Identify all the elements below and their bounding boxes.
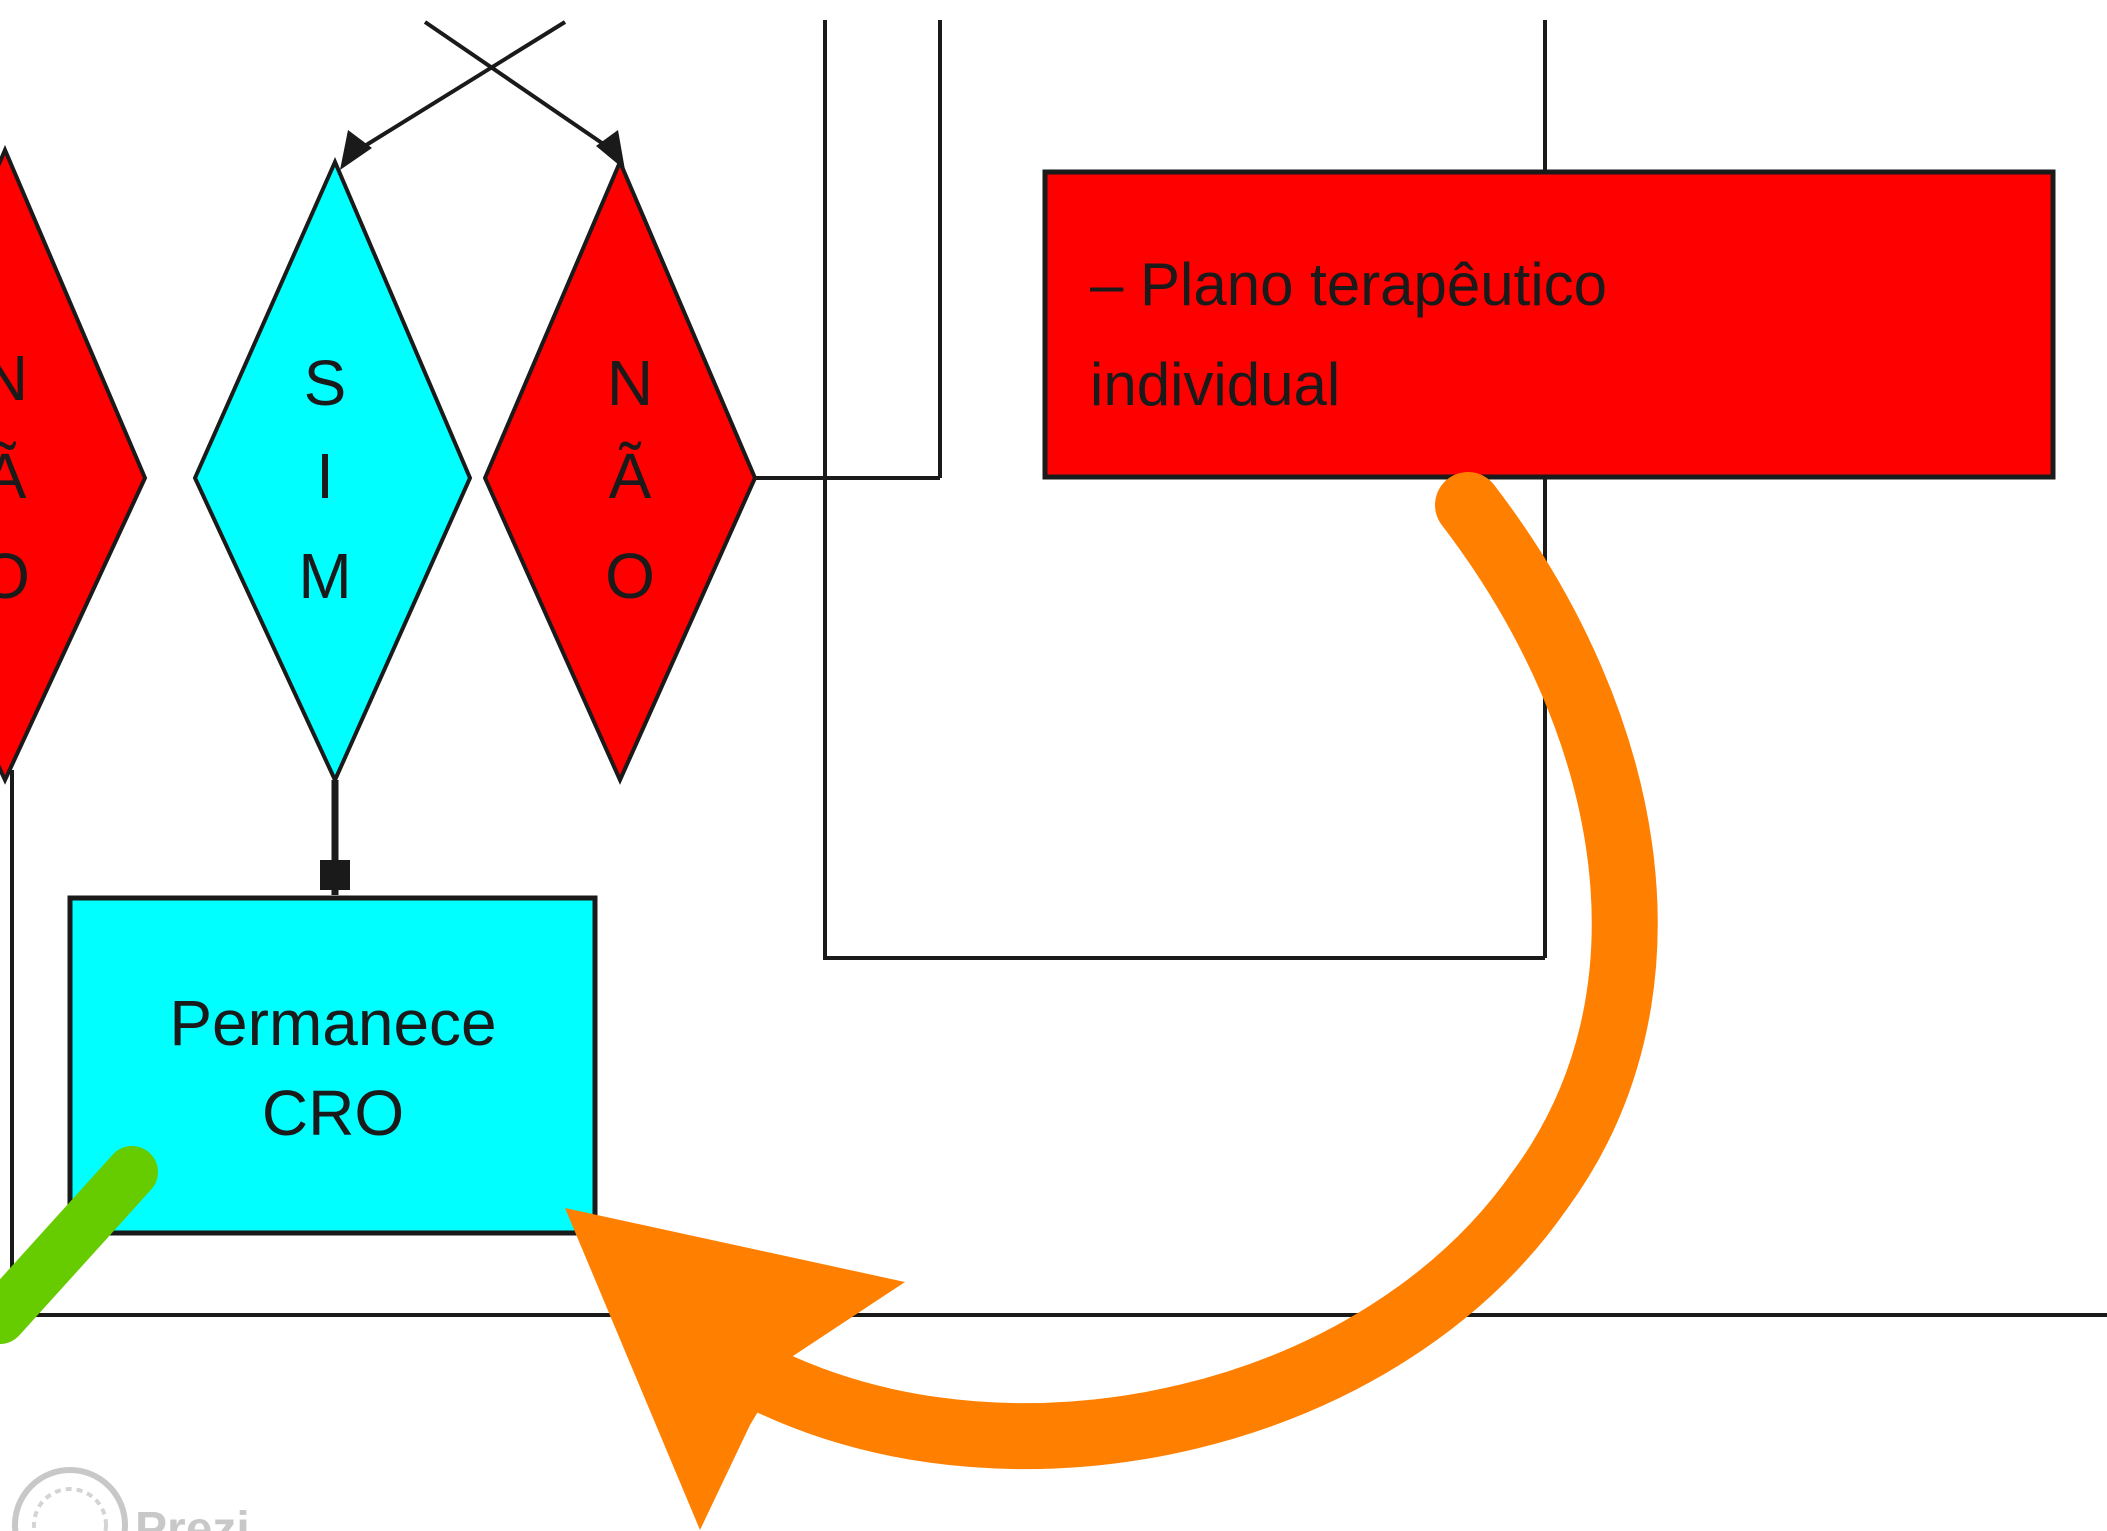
orange-curved-arrow <box>565 472 1658 1530</box>
diamond-nao-left-partial: N Ã O <box>0 144 148 785</box>
green-annotation-stroke <box>0 1146 158 1344</box>
box-plano-terapeutico: – Plano terapêutico individual <box>1042 169 2056 480</box>
diamond-left-letter-2: Ã <box>0 440 27 512</box>
diamond-sim-letter-1: S <box>304 347 347 419</box>
diamond-nao: N Ã O <box>482 156 758 785</box>
orange-arrowhead <box>565 1208 905 1530</box>
diamond-left-letter-3: O <box>0 540 30 612</box>
box-permanece-cro: Permanece CRO <box>67 895 598 1236</box>
box-plano-line2: individual <box>1090 351 1340 418</box>
cross-arrow-to-nao <box>423 20 617 154</box>
cross-arrow-to-sim <box>353 20 567 154</box>
box-permanece-line1: Permanece <box>169 987 496 1059</box>
arrowhead-to-nao <box>596 130 625 170</box>
diamond-sim-letter-3: M <box>298 540 351 612</box>
diamond-sim: S I M <box>192 156 473 785</box>
diamond-nao-letter-3: O <box>605 540 655 612</box>
prezi-logo-text: Prezi <box>135 1503 250 1531</box>
diamond-sim-letter-2: I <box>316 440 334 512</box>
arrowhead-to-sim <box>340 130 372 170</box>
box-plano-line1: – Plano terapêutico <box>1090 251 1607 318</box>
arrowhead-to-permanece <box>320 860 350 890</box>
box-permanece-line2: CRO <box>262 1077 404 1149</box>
prezi-logo-icon: Prezi <box>12 1467 250 1531</box>
diamond-left-letter-1: N <box>0 342 28 414</box>
diamond-nao-letter-2: Ã <box>609 440 652 512</box>
diamond-nao-letter-1: N <box>607 347 653 419</box>
